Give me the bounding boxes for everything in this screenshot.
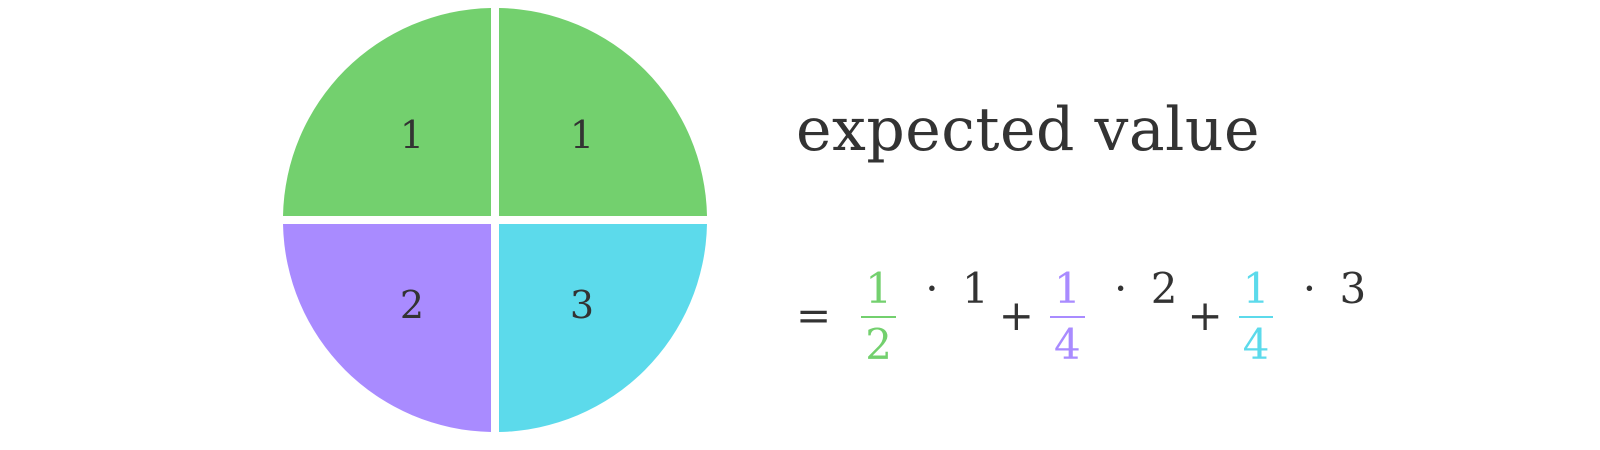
term-2: 1 4 · 2 bbox=[1044, 264, 1178, 366]
times-sign-2: · bbox=[1114, 264, 1128, 313]
expected-value-equation: = 1 2 · 1 + 1 4 · 2 + 1 4 · 3 bbox=[796, 250, 1366, 380]
quadrant-top-left bbox=[283, 8, 491, 216]
value-1: 1 bbox=[962, 264, 989, 313]
fraction-1-bar bbox=[861, 316, 896, 318]
fraction-1: 1 2 bbox=[861, 268, 896, 366]
spinner-svg: 1 1 2 3 bbox=[283, 8, 707, 432]
quadrant-label-top-right: 1 bbox=[570, 113, 594, 157]
term-3: 1 4 · 3 bbox=[1233, 264, 1367, 369]
fraction-1-denominator: 2 bbox=[865, 320, 892, 369]
quadrant-label-top-left: 1 bbox=[400, 113, 424, 157]
fraction-3-denominator: 4 bbox=[1242, 320, 1270, 369]
spinner-diagram: 1 1 2 3 bbox=[280, 0, 720, 450]
equals-sign: = bbox=[796, 290, 832, 340]
quadrant-top-right bbox=[499, 8, 707, 216]
quadrant-label-bottom-left: 2 bbox=[400, 283, 424, 327]
plus-sign-2: + bbox=[998, 290, 1034, 340]
fraction-2-bar bbox=[1049, 316, 1085, 318]
value-3: 3 bbox=[1339, 264, 1367, 313]
fraction-3-bar bbox=[1238, 316, 1274, 318]
plus-sign-3: + bbox=[1187, 290, 1223, 340]
quadrant-bottom-right bbox=[499, 224, 707, 432]
value-2: 2 bbox=[1150, 264, 1178, 313]
fraction-2: 1 4 bbox=[1049, 264, 1085, 369]
fraction-1-numerator: 1 bbox=[865, 264, 892, 313]
times-sign-3: · bbox=[1302, 264, 1317, 313]
quadrant-bottom-left bbox=[283, 224, 491, 432]
fraction-3: 1 4 bbox=[1238, 264, 1274, 369]
fraction-2-denominator: 4 bbox=[1053, 320, 1081, 369]
term-1: 1 2 · 1 bbox=[855, 264, 989, 366]
fraction-2-numerator: 1 bbox=[1053, 264, 1081, 313]
expected-value-title: expected value bbox=[796, 95, 1260, 165]
quadrant-label-bottom-right: 3 bbox=[570, 283, 594, 327]
fraction-3-numerator: 1 bbox=[1242, 264, 1270, 313]
times-sign-1: · bbox=[925, 264, 939, 313]
